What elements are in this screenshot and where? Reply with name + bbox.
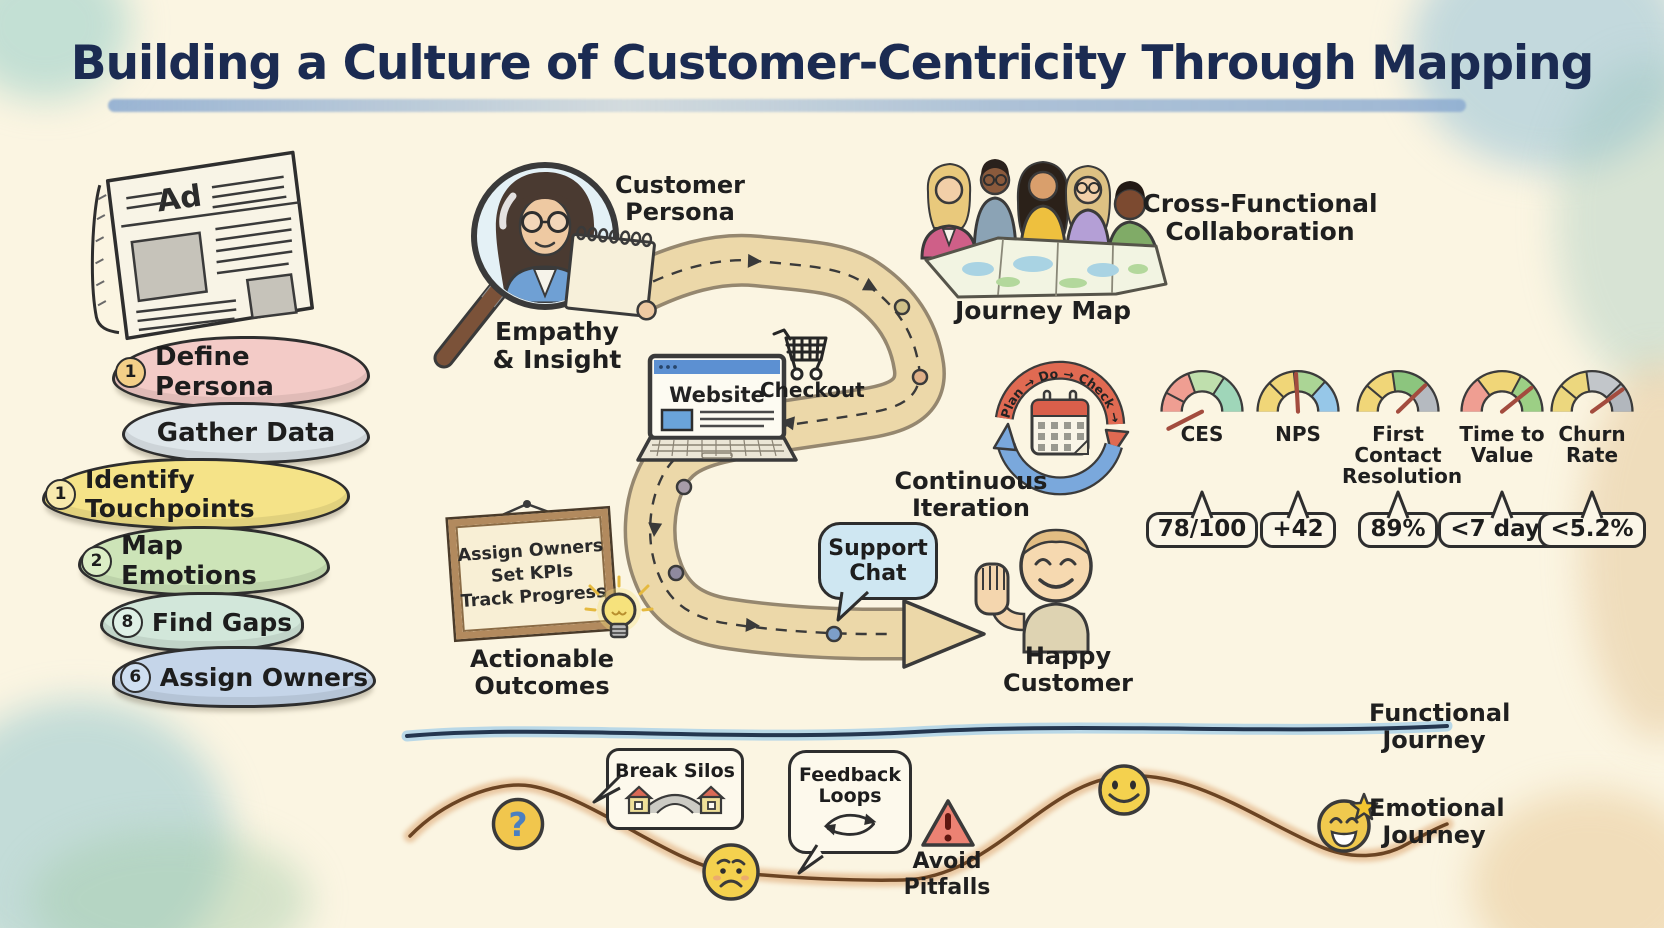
metric-value-bubble: <5.2% — [1538, 490, 1646, 548]
break-silos-label: Break Silos — [615, 759, 735, 782]
map-on-table — [924, 236, 1168, 299]
happy-customer-icon — [974, 528, 1093, 654]
loop-arrows-icon — [823, 813, 877, 836]
step-item: 1 Define Persona — [112, 336, 370, 408]
step-item: 2 Map Emotions — [78, 526, 330, 596]
step-label: Define Persona — [155, 342, 274, 402]
journey-lines — [401, 720, 1454, 887]
notepad-icon — [564, 225, 657, 321]
metric-label: Churn Rate — [1558, 422, 1626, 467]
ad-label: Ad — [155, 179, 204, 220]
cross-functional-label: Cross-Functional Collaboration — [1142, 189, 1378, 246]
metric-value-bubble: 89% — [1342, 490, 1454, 548]
metric-label: CES — [1180, 422, 1224, 446]
support-chat-bubble: Support Chat — [818, 522, 938, 600]
step-number: 1 — [115, 356, 146, 388]
step-number: 1 — [45, 478, 76, 510]
customer-persona-label: Customer Persona — [614, 171, 746, 226]
delighted-face-star-icon — [1317, 792, 1379, 853]
metric-label: NPS — [1275, 422, 1321, 446]
sign-line: Set KPIs — [490, 561, 574, 587]
sad-face-icon — [702, 843, 760, 901]
warning-triangle-icon — [921, 799, 975, 847]
empathy-insight-label: Empathy & Insight — [492, 317, 622, 374]
step-label: Identify Touchpoints — [85, 465, 255, 523]
watercolor-wash — [1555, 60, 1664, 380]
metric-gauge-icon — [1550, 370, 1634, 414]
step-number: 2 — [81, 545, 112, 577]
avoid-pitfalls-label: Avoid Pitfalls — [903, 849, 991, 901]
confused-question-icon: ? — [491, 797, 545, 851]
metric-column: Time to Value<7 days — [1438, 360, 1566, 548]
metric-column: NPS +42 — [1250, 360, 1346, 548]
happy-face-icon — [1098, 764, 1150, 816]
newspaper-ad-icon: Ad — [90, 150, 314, 341]
watercolor-wash — [0, 700, 230, 928]
metric-column: Churn Rate <5.2% — [1538, 360, 1646, 548]
metric-column: CES 78/100 — [1145, 360, 1259, 548]
functional-journey-label: Functional Journey — [1369, 699, 1511, 754]
lightbulb-icon — [584, 575, 654, 639]
step-item: 8 Find Gaps — [100, 592, 304, 652]
collaboration-team-icon — [920, 159, 1168, 299]
step-item: 6 Assign Owners — [112, 646, 376, 708]
watercolor-wash — [30, 830, 310, 928]
website-laptop-icon: Website — [636, 353, 798, 462]
path-direction-arrows — [648, 253, 878, 632]
metric-gauge-icon — [1356, 370, 1440, 414]
metric-value-bubble: +42 — [1250, 490, 1346, 548]
support-chat-label: Support Chat — [828, 535, 928, 586]
break-silos-tail — [592, 774, 622, 804]
step-label: Gather Data — [156, 418, 336, 448]
step-number: 6 — [119, 661, 151, 693]
functional-journey-line — [405, 724, 1449, 738]
journey-path — [608, 233, 986, 669]
question-symbol: ? — [508, 805, 527, 844]
continuous-iteration-label: Continuous Iteration — [894, 467, 1048, 522]
website-label: Website — [669, 383, 765, 407]
step-item: 1 Identify Touchpoints — [42, 458, 350, 530]
metric-gauge-icon — [1160, 370, 1244, 431]
step-label: Find Gaps — [151, 607, 293, 637]
emotional-journey-label: Emotional Journey — [1369, 794, 1505, 849]
checkout-label: Checkout — [760, 378, 865, 402]
sign-line: Assign Owners — [456, 535, 604, 567]
checkout-cart-icon — [772, 328, 828, 381]
actionable-outcomes-label: Actionable Outcomes — [470, 645, 614, 700]
happy-customer-label: Happy Customer — [1002, 642, 1134, 697]
metric-gauge-icon — [1460, 370, 1544, 414]
feedback-loops-callout: Feedback Loops — [788, 750, 912, 854]
metric-gauge-icon — [1256, 370, 1340, 414]
feedback-loops-tail — [797, 844, 824, 875]
step-label: Assign Owners — [159, 662, 369, 692]
emotional-journey-line — [408, 773, 1449, 882]
calendar-icon — [1030, 389, 1090, 456]
break-silos-callout: Break Silos — [606, 748, 744, 830]
metric-label: Time to Value — [1459, 422, 1545, 467]
step-label: Map Emotions — [121, 531, 257, 591]
pdca-cycle-icon: Plan → Do → Check → Act — [961, 324, 1130, 496]
support-chat-bubble-tail — [836, 590, 870, 622]
feedback-loops-label: Feedback Loops — [799, 764, 901, 807]
step-item: Gather Data — [122, 402, 370, 464]
step-number: 8 — [111, 606, 143, 638]
magnifier-persona-icon — [433, 162, 657, 369]
metric-label: First Contact Resolution — [1342, 422, 1463, 488]
journey-map-label: Journey Map — [954, 296, 1131, 325]
title-underline — [108, 99, 1466, 112]
page-title: Building a Culture of Customer-Centricit… — [70, 36, 1594, 91]
path-milestone-dots — [667, 298, 929, 643]
metric-value-bubble: 78/100 — [1145, 490, 1259, 548]
bridge-icon — [624, 785, 726, 815]
